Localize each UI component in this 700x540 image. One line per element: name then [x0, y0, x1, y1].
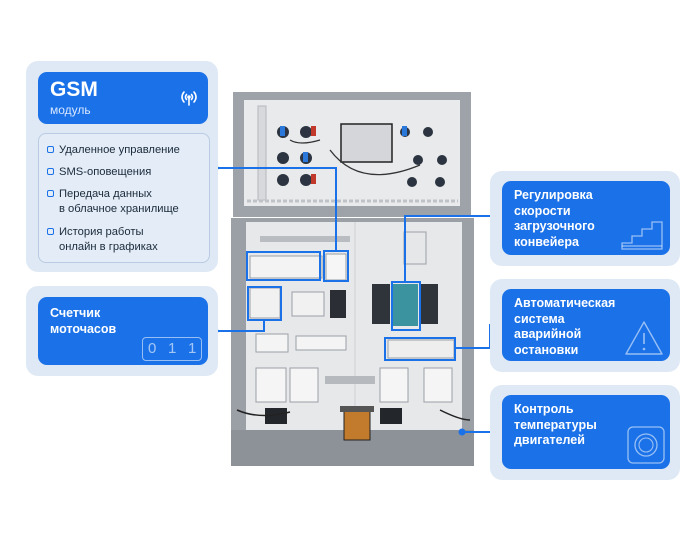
temperature-label: Контроль температуры двигателей: [514, 402, 597, 447]
bullet-icon: [47, 168, 54, 175]
gsm-header: GSM модуль: [38, 72, 208, 124]
gsm-feature-item: Передача данных в облачное хранилище: [47, 187, 179, 216]
gsm-subtitle: модуль: [50, 103, 91, 117]
stairs-conveyor-icon: [621, 221, 663, 250]
counter-digit: 1: [188, 340, 197, 357]
antenna-signal-icon: [181, 91, 197, 106]
warning-triangle-icon: [625, 321, 663, 355]
counter-panel: Счетчик моточасов 0 1 1: [38, 297, 208, 365]
gsm-feature-list: Удаленное управление SMS-оповещения Пере…: [38, 133, 210, 263]
counter-label: Счетчик моточасов: [50, 306, 117, 336]
counter-digits-icon: 0 1 1: [142, 337, 202, 361]
conveyor-panel: Регулировка скорости загрузочного конвей…: [502, 181, 670, 255]
emergency-label: Автоматическая система аварийной останов…: [514, 296, 616, 357]
highlight-gsm-antenna: [323, 250, 349, 282]
gsm-title: GSM: [50, 78, 98, 101]
emergency-panel: Автоматическая система аварийной останов…: [502, 289, 670, 361]
conveyor-label: Регулировка скорости загрузочного конвей…: [514, 188, 595, 249]
counter-digit: 1: [168, 340, 177, 357]
highlight-emergency: [384, 337, 456, 361]
highlight-counter: [247, 286, 282, 321]
counter-digit: 0: [148, 340, 157, 357]
temperature-panel: Контроль температуры двигателей: [502, 395, 670, 469]
gsm-feature-item: История работы онлайн в графиках: [47, 225, 158, 254]
bullet-icon: [47, 190, 54, 197]
gsm-feature-item: SMS-оповещения: [47, 165, 151, 180]
highlight-gsm: [246, 251, 321, 281]
thermostat-dial-icon: [627, 426, 665, 464]
bullet-icon: [47, 146, 54, 153]
bullet-icon: [47, 228, 54, 235]
highlight-vfd: [391, 281, 421, 331]
gsm-feature-item: Удаленное управление: [47, 143, 180, 158]
